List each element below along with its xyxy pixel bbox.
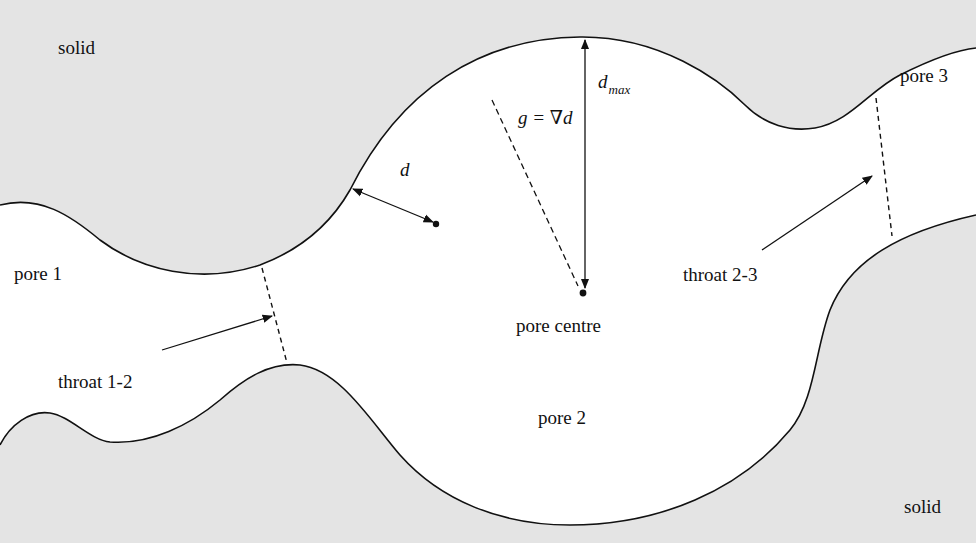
subscript-label: max	[609, 83, 631, 97]
leader-arrow	[762, 176, 872, 250]
throat-line	[876, 98, 892, 236]
sample-point	[433, 221, 439, 227]
throat-label: throat 1-2	[58, 372, 132, 393]
dmax-arrow	[584, 40, 585, 288]
region-label: pore 3	[900, 66, 948, 87]
region-label: pore 2	[538, 408, 586, 429]
pore-centre-point	[580, 290, 587, 297]
symbol-label: d	[598, 72, 608, 93]
gradient-line	[492, 100, 578, 286]
region-label: solid	[904, 497, 941, 518]
upper-wall	[0, 37, 976, 274]
throat-line	[262, 268, 287, 363]
lower-wall	[0, 215, 976, 525]
region-label: solid	[58, 38, 95, 59]
distance-arrow	[353, 189, 433, 222]
symbol-label: g = ∇d	[518, 108, 573, 129]
region-label: pore 1	[14, 264, 62, 285]
symbol-label: d	[400, 160, 410, 181]
throat-label: throat 2-3	[683, 265, 757, 286]
leader-arrow	[162, 316, 272, 350]
region-label: pore centre	[516, 316, 601, 337]
pore-space	[0, 37, 976, 525]
